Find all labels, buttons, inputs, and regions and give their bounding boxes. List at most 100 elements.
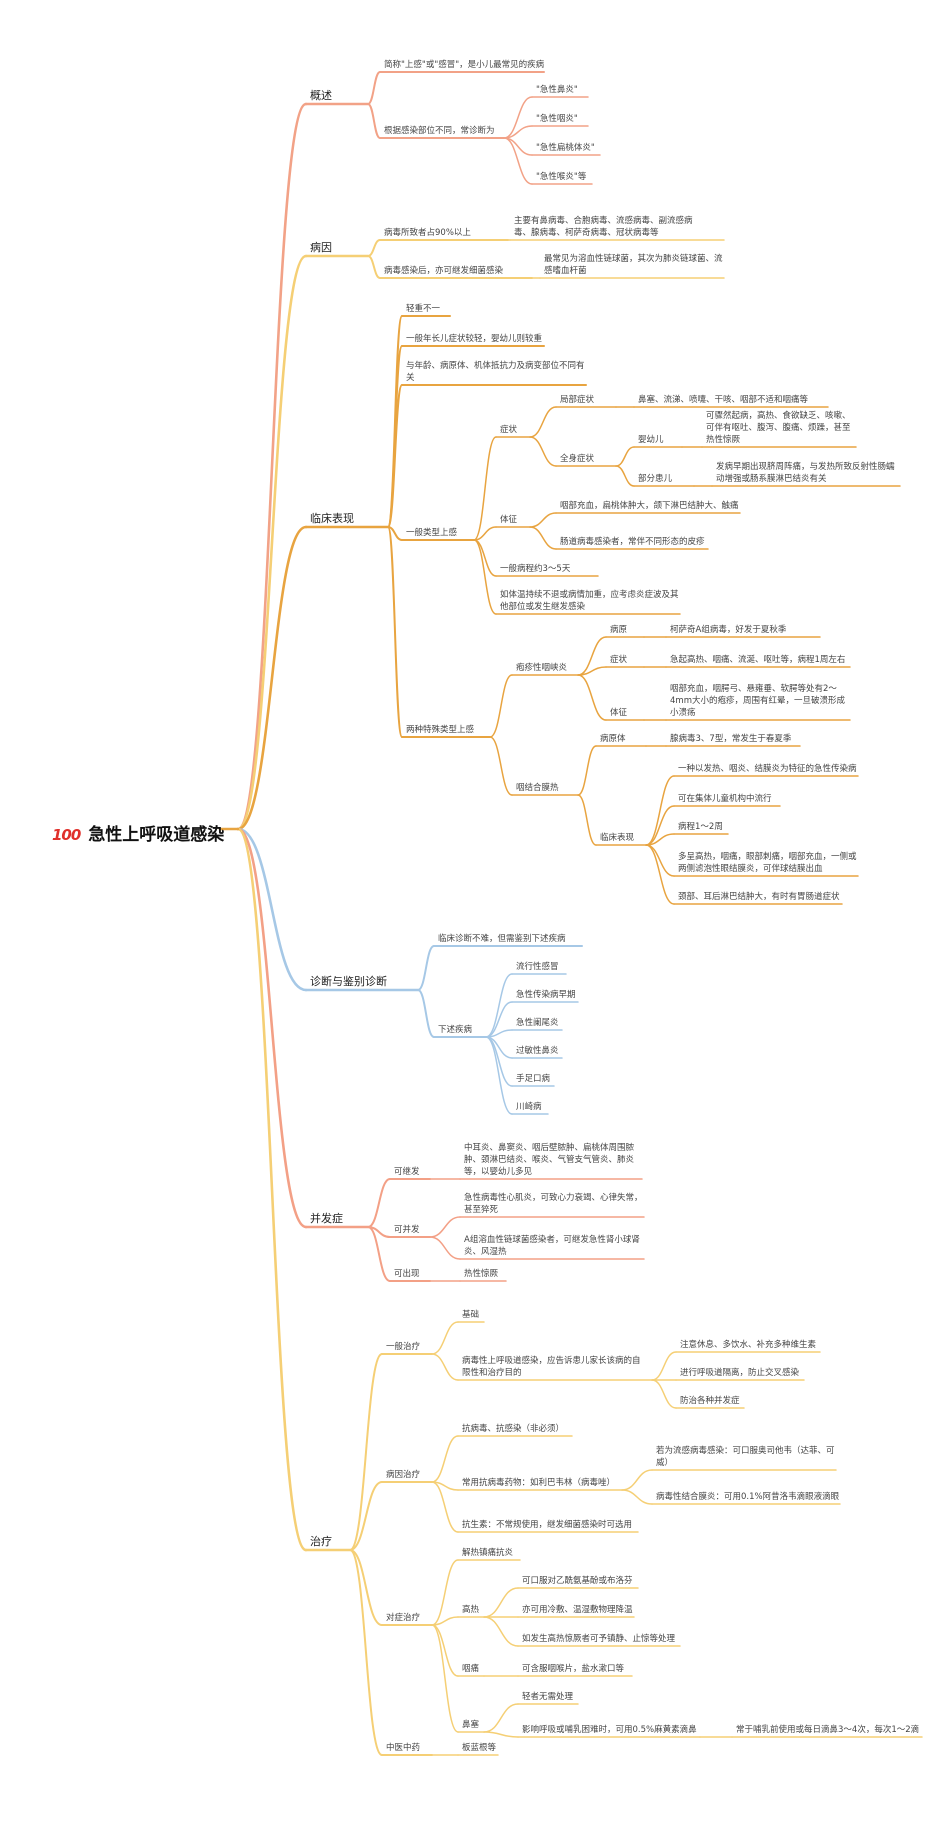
node-clinical-n1: 轻重不一	[406, 304, 441, 314]
connector-line	[236, 827, 308, 992]
node-clinical-special-herp-path: 病原	[610, 625, 628, 635]
connector-line	[367, 1226, 391, 1282]
node-treatment-s2: 高热	[462, 1605, 480, 1615]
connector-line	[431, 1616, 459, 1626]
connector-line	[431, 1624, 459, 1733]
connector-line	[431, 1435, 459, 1483]
node-clinical-general-sign-b: 肠道病毒感染者，常伴不同形态的皮疹	[560, 537, 705, 547]
connector-line	[577, 674, 607, 721]
node-treatment-c2a: 若为流感病毒感染：可口服奥司他韦（达菲、可威）	[656, 1446, 835, 1468]
node-overview-n1: 简称"上感"或"感冒"，是小儿最常见的疾病	[384, 60, 545, 70]
node-treatment-s3: 咽痛	[462, 1664, 480, 1674]
node-clinical-special-pcf-clin: 临床表现	[600, 833, 635, 843]
connector-line	[483, 1587, 519, 1618]
node-treatment-g2b: 进行呼吸道隔离，防止交叉感染	[680, 1368, 800, 1378]
node-clinical-general-infant-a: 可骤然起病，高热、食欲缺乏、咳嗽、可伴有呕吐、腹泻、腹痛、烦躁，甚至热性惊厥	[706, 411, 851, 445]
node-diagnosis-d3: 急性阑尾炎	[516, 1018, 559, 1028]
node-complication-label: 并发症	[310, 1212, 343, 1225]
node-etiology-n2: 病毒感染后，亦可继发细菌感染	[384, 266, 504, 276]
node-clinical-special-herp-path-a: 柯萨奇A组病毒，好发于夏秋季	[670, 625, 787, 635]
node-treatment-g1: 基础	[462, 1310, 480, 1320]
connector-line	[615, 465, 635, 487]
node-diagnosis-label: 诊断与鉴别诊断	[310, 975, 387, 988]
connector-line	[577, 794, 597, 846]
connector-line	[651, 1351, 677, 1381]
node-treatment-g2a: 注意休息、多饮水、补充多种维生素	[680, 1340, 817, 1350]
node-treatment-s4b: 影响呼吸或哺乳困难时，可用0.5%麻黄素滴鼻	[522, 1725, 697, 1735]
connector-line	[529, 512, 557, 528]
connector-line	[349, 1549, 383, 1626]
node-treatment-symp: 对症治疗	[386, 1613, 421, 1623]
node-overview-n2c: "急性扁桃体炎"	[536, 143, 595, 153]
node-treatment-c2b: 病毒性结合膜炎：可用0.1%阿昔洛韦滴眼液滴眼	[656, 1492, 840, 1502]
node-complication-n3a: 热性惊厥	[464, 1269, 499, 1279]
node-treatment-s4a: 轻者无需处理	[522, 1692, 574, 1702]
connector-line	[473, 526, 497, 541]
node-clinical-special-pcf: 咽结合膜热	[516, 783, 559, 793]
node-clinical-special-pcf-path: 病原体	[600, 734, 626, 744]
node-complication-n2b: A组溶血性链球菌感染者，可继发急性肾小球肾炎、风湿热	[464, 1235, 640, 1257]
node-clinical-label: 临床表现	[310, 512, 354, 525]
connector-line	[417, 989, 435, 1038]
node-clinical-general-course: 一般病程约3～5天	[500, 564, 571, 574]
connector-line	[367, 71, 381, 105]
node-clinical-general-local-a: 鼻塞、流涕、喷嚏、干咳、咽部不适和咽痛等	[638, 395, 809, 405]
node-diagnosis-d1: 流行性感冒	[516, 962, 559, 972]
connector-line	[529, 436, 557, 467]
node-overview-n2: 根据感染部位不同，常诊断为	[384, 126, 495, 136]
connector-line	[485, 1036, 513, 1115]
node-clinical-general-sign-a: 咽部充血，扁桃体肿大，颌下淋巴结肿大、触痛	[560, 501, 739, 511]
connector-line	[431, 1353, 459, 1381]
connector-line	[483, 1731, 519, 1738]
node-treatment-c1: 抗病毒、抗感染（非必须）	[462, 1424, 565, 1434]
node-treatment-general: 一般治疗	[386, 1342, 421, 1352]
node-overview-label: 概述	[310, 89, 332, 102]
connector-line	[431, 1321, 459, 1355]
connector-line	[483, 1703, 519, 1733]
node-clinical-general-symptom: 症状	[500, 425, 518, 435]
connector-line	[645, 833, 675, 846]
node-treatment-s2b: 亦可用冷敷、温湿敷物理降温	[522, 1605, 633, 1615]
connector-line	[431, 1559, 459, 1626]
connector-line	[417, 945, 435, 991]
node-treatment-label: 治疗	[310, 1535, 332, 1548]
node-treatment-tcm: 中医中药	[386, 1743, 421, 1753]
node-treatment-g2c: 防治各种并发症	[680, 1396, 740, 1406]
node-overview-n2a: "急性鼻炎"	[536, 85, 578, 95]
connector-line	[503, 137, 533, 185]
connector-line	[645, 805, 675, 846]
node-clinical-special-pcf-c1: 一种以发热、咽炎、结膜炎为特征的急性传染病	[678, 764, 857, 774]
node-overview-n2d: "急性喉炎"等	[536, 172, 587, 182]
connector-line	[429, 1236, 461, 1260]
node-clinical-general-some-a: 发病早期出现脐周阵痛，与发热所致反射性肠蠕动增强或肠系膜淋巴结炎有关	[716, 462, 895, 484]
connector-line	[529, 406, 557, 438]
node-etiology-label: 病因	[310, 241, 332, 254]
node-treatment-cause: 病因治疗	[386, 1470, 421, 1480]
node-clinical-general-local: 局部症状	[560, 395, 595, 405]
connector-line	[387, 526, 403, 541]
node-clinical-special-label: 两种特殊类型上感	[406, 725, 475, 735]
connector-line	[367, 255, 381, 279]
connector-line	[483, 1616, 519, 1647]
node-diagnosis-d2: 急性传染病早期	[516, 990, 576, 1000]
node-treatment-c2: 常用抗病毒药物：如利巴韦林（病毒唑）	[462, 1478, 616, 1488]
hundred-points-icon: 100	[52, 826, 81, 844]
connector-line	[621, 1469, 653, 1491]
node-clinical-general-sign: 体征	[500, 515, 518, 525]
connector-line	[529, 526, 557, 550]
node-diagnosis-n2: 下述疾病	[438, 1025, 473, 1035]
connector-line	[367, 1178, 391, 1228]
connector-line	[489, 736, 513, 796]
connector-line	[615, 446, 635, 467]
node-treatment-g2: 病毒性上呼吸道感染，应告诉患儿家长该病的自限性和治疗目的	[462, 1356, 641, 1378]
connector-line	[489, 674, 513, 738]
connector-line	[577, 745, 597, 796]
connector-line	[367, 239, 381, 257]
node-diagnosis-d5: 手足口病	[516, 1074, 551, 1084]
node-clinical-n3: 与年龄、病原体、机体抵抗力及病变部位不同有关	[406, 361, 585, 383]
node-treatment-s1: 解热镇痛抗炎	[462, 1548, 514, 1558]
connector-line	[236, 525, 308, 831]
node-complication-n1a: 中耳炎、鼻窦炎、咽后壁脓肿、扁桃体周围脓肿、颈淋巴结炎、喉炎、气管支气管炎、肺炎…	[464, 1143, 635, 1177]
connector-line	[473, 539, 497, 577]
